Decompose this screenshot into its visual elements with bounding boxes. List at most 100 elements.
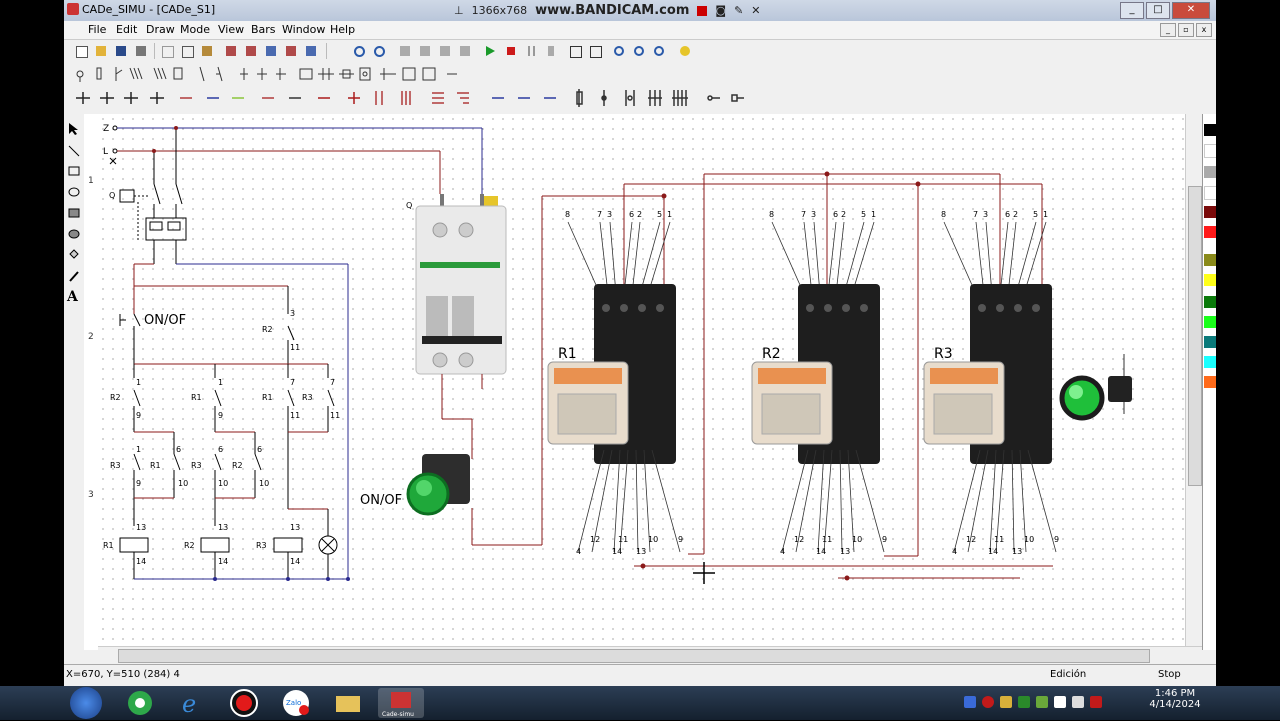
pencil-icon[interactable]: ✎ <box>734 4 744 17</box>
ellipse-tool-icon[interactable] <box>67 185 81 199</box>
schematic-view-button[interactable] <box>586 42 604 60</box>
color-swatch[interactable] <box>1204 376 1216 388</box>
print-button[interactable] <box>132 42 150 60</box>
align-top-button[interactable] <box>456 42 474 60</box>
maximize-button[interactable]: □ <box>1146 2 1170 19</box>
taskbar-app-explorer-icon[interactable] <box>328 688 368 718</box>
menu-draw[interactable]: Draw <box>146 23 175 36</box>
menu-mode[interactable]: Mode <box>180 23 210 36</box>
tray-green-icon[interactable] <box>1018 696 1030 708</box>
clock[interactable]: 1:46 PM 4/14/2024 <box>1140 688 1210 710</box>
color-swatch[interactable] <box>1204 356 1216 368</box>
close-recorder-icon[interactable]: ✕ <box>751 4 761 17</box>
tray-alert-icon[interactable] <box>1090 696 1102 708</box>
zoom-in-icon[interactable] <box>610 42 628 60</box>
color-swatch[interactable] <box>1204 144 1216 158</box>
text-tool-icon[interactable]: A <box>67 289 78 305</box>
color-swatch[interactable] <box>1204 336 1216 348</box>
relay-top-pin-label: 8 <box>941 210 946 219</box>
color-swatch[interactable] <box>1204 254 1216 266</box>
color-swatch[interactable] <box>1204 206 1216 218</box>
wire-toolbar-icons[interactable] <box>64 86 764 112</box>
camera-icon[interactable]: ◙ <box>715 4 727 17</box>
color-swatch[interactable] <box>1204 166 1216 178</box>
vertical-scroll-thumb[interactable] <box>1188 186 1202 486</box>
color-swatch[interactable] <box>1204 124 1216 136</box>
line-tool-icon[interactable] <box>67 144 81 158</box>
taskbar-app-zalo-icon[interactable]: Zalo <box>276 688 316 718</box>
menu-bars[interactable]: Bars <box>251 23 276 36</box>
color-swatch[interactable] <box>1204 316 1216 328</box>
open-file-button[interactable] <box>92 42 110 60</box>
paste-button[interactable] <box>198 42 216 60</box>
undo-button[interactable] <box>350 42 368 60</box>
fill-bucket-icon[interactable] <box>67 248 81 262</box>
menu-file[interactable]: File <box>88 23 107 36</box>
start-button[interactable] <box>70 687 102 719</box>
zoom-fit-icon[interactable] <box>650 42 668 60</box>
color-swatch[interactable] <box>1204 226 1216 238</box>
stop-simulation-icon[interactable] <box>502 42 520 60</box>
close-button[interactable]: ✕ <box>1172 2 1210 19</box>
filled-rectangle-icon[interactable] <box>67 206 81 220</box>
cut-button[interactable] <box>158 42 176 60</box>
mdi-close-button[interactable]: x <box>1196 23 1212 37</box>
zoom-area-button[interactable] <box>242 42 260 60</box>
color-swatch[interactable] <box>1204 186 1216 200</box>
menu-help[interactable]: Help <box>330 23 356 36</box>
menu-edit[interactable]: Edit <box>116 23 138 36</box>
record-stop-icon[interactable] <box>697 5 708 16</box>
mdi-restore-button[interactable]: ▫ <box>1178 23 1194 37</box>
play-simulation-icon[interactable] <box>482 42 500 60</box>
menu-window[interactable]: Window <box>282 23 326 36</box>
relay-bottom-pin-label: 11 <box>822 535 832 544</box>
pilot-lamp-image[interactable] <box>1059 354 1132 421</box>
zoom-out-icon[interactable] <box>630 42 648 60</box>
pause-simulation-icon[interactable] <box>522 42 540 60</box>
circuit-breaker-image[interactable]: Q <box>406 194 507 459</box>
color-swatch[interactable] <box>1204 296 1216 308</box>
component-view-button[interactable] <box>566 42 584 60</box>
filled-ellipse-icon[interactable] <box>67 227 81 241</box>
vertical-scrollbar[interactable] <box>1185 114 1203 646</box>
align-left-button[interactable] <box>396 42 414 60</box>
menu-view[interactable]: View <box>218 23 245 36</box>
color-swatch[interactable] <box>1204 274 1216 286</box>
taskbar-app-recorder-icon[interactable] <box>224 688 264 718</box>
color-picker-icon[interactable] <box>67 269 81 283</box>
step-simulation-icon[interactable] <box>542 42 560 60</box>
new-file-button[interactable] <box>72 42 90 60</box>
pin-icon[interactable]: ⊥ <box>454 4 464 17</box>
tray-volume-icon[interactable] <box>1072 696 1084 708</box>
taskbar-app-cadesimu-icon[interactable]: Cade-simu <box>378 688 424 718</box>
rectangle-tool-icon[interactable] <box>67 164 81 178</box>
tray-record-icon[interactable] <box>982 696 994 708</box>
find-button[interactable] <box>262 42 280 60</box>
tray-flag-icon[interactable] <box>1036 696 1048 708</box>
taskbar-app-chrome-icon[interactable] <box>120 688 160 718</box>
mdi-minimize-button[interactable]: _ <box>1160 23 1176 37</box>
tray-app-icon[interactable] <box>964 696 976 708</box>
taskbar-app-ie-icon[interactable]: e <box>172 688 212 718</box>
save-button[interactable] <box>112 42 130 60</box>
tray-network-icon[interactable] <box>1054 696 1066 708</box>
select-arrow-icon[interactable] <box>67 122 81 136</box>
align-right-button[interactable] <box>436 42 454 60</box>
pushbutton-image[interactable]: ON/OF <box>360 196 543 546</box>
minimize-button[interactable]: _ <box>1120 2 1144 19</box>
help-icon[interactable] <box>676 42 694 60</box>
component-toolbar-icons[interactable] <box>64 63 484 86</box>
drawing-canvas[interactable]: Z L Q <box>98 114 1185 646</box>
zoom-page-button[interactable] <box>222 42 240 60</box>
copy-button[interactable] <box>178 42 196 60</box>
horizontal-scrollbar[interactable] <box>98 646 1202 664</box>
properties-button[interactable] <box>302 42 320 60</box>
zoom-sel-button[interactable] <box>282 42 300 60</box>
align-center-button[interactable] <box>416 42 434 60</box>
redo-button[interactable] <box>370 42 388 60</box>
tray-tool-icon[interactable] <box>1000 696 1012 708</box>
horizontal-scroll-thumb[interactable] <box>118 649 1150 663</box>
